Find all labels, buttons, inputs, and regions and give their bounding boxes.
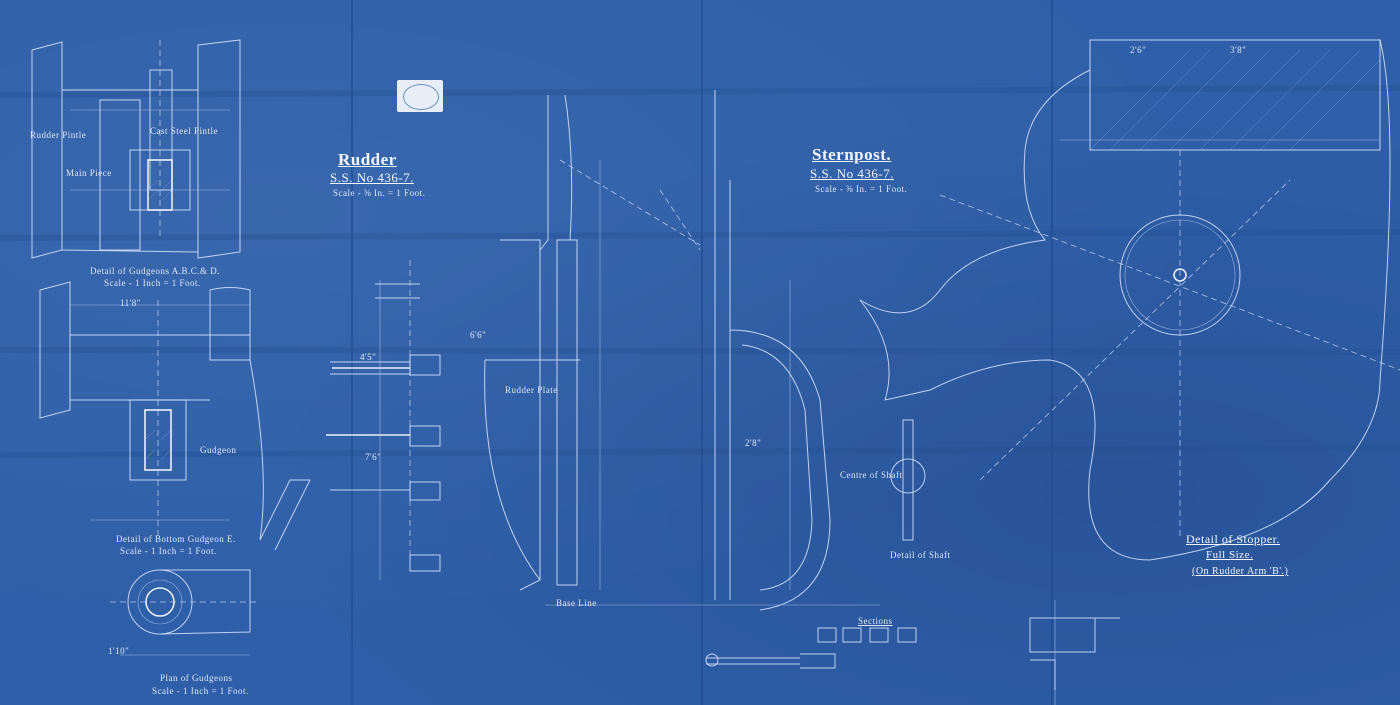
dimension-3: 11'8": [120, 298, 141, 308]
bottom-gudgeon-title: Detail of Bottom Gudgeon E.: [116, 534, 236, 544]
gudgeon-label: Gudgeon: [200, 445, 237, 455]
dimension-7: 1'10": [108, 646, 130, 656]
stopper-drawing: [859, 39, 1400, 705]
sections-label: Sections: [858, 616, 893, 626]
dimension-2: 3'8": [1230, 45, 1247, 55]
plan-gudgeons-scale: Scale - 1 Inch = 1 Foot.: [152, 686, 249, 696]
cast-steel-pintle-label: Cast Steel Pintle: [150, 126, 218, 136]
rudder-title: Rudder: [338, 150, 397, 169]
stopper-title: Detail of Stopper.: [1186, 532, 1280, 546]
main-piece-label: Main Piece: [66, 168, 112, 178]
centre-of-shaft-label: Centre of Shaft: [840, 470, 903, 480]
rudder-subtitle: S.S. No 436-7.: [330, 170, 414, 185]
rudder-plate-label: Rudder Plate: [505, 385, 558, 395]
dimension-1: 2'6": [1130, 45, 1147, 55]
bottom-gudgeon-drawing: [39, 281, 311, 551]
gudgeon-detail-title: Detail of Gudgeons A.B.C.& D.: [90, 266, 220, 276]
sternpost-subtitle: S.S. No 436-7.: [810, 166, 894, 181]
stopper-location: (On Rudder Arm 'B'.): [1192, 566, 1289, 577]
gudgeon-detail-scale: Scale - 1 Inch = 1 Foot.: [104, 278, 201, 288]
base-line-label: Base Line: [556, 598, 597, 608]
dimension-5: 6'6": [470, 330, 487, 340]
dimension-6: 4'5": [360, 352, 377, 362]
rudder-drawing: [326, 260, 441, 580]
gudgeon-detail-drawing: [31, 39, 241, 259]
plan-gudgeons-drawing: [110, 569, 260, 656]
rudder-pintle-label: Rudder Pintle: [30, 130, 87, 140]
sternpost-title: Sternpost.: [812, 145, 892, 164]
dimension-8: 2'8": [745, 438, 762, 448]
bottom-gudgeon-scale: Scale - 1 Inch = 1 Foot.: [120, 546, 217, 556]
rudder-scale: Scale - ⅜ In. = 1 Foot.: [333, 188, 426, 198]
stopper-fullsize: Full Size.: [1206, 549, 1254, 561]
sternpost-scale: Scale - ⅜ In. = 1 Foot.: [815, 184, 908, 194]
detail-of-shaft-label: Detail of Shaft: [890, 550, 951, 560]
sternpost-drawing: [484, 90, 926, 669]
plan-gudgeons-title: Plan of Gudgeons: [160, 673, 233, 683]
dimension-4: 7'6": [365, 452, 382, 462]
approval-stamp: [397, 80, 443, 112]
